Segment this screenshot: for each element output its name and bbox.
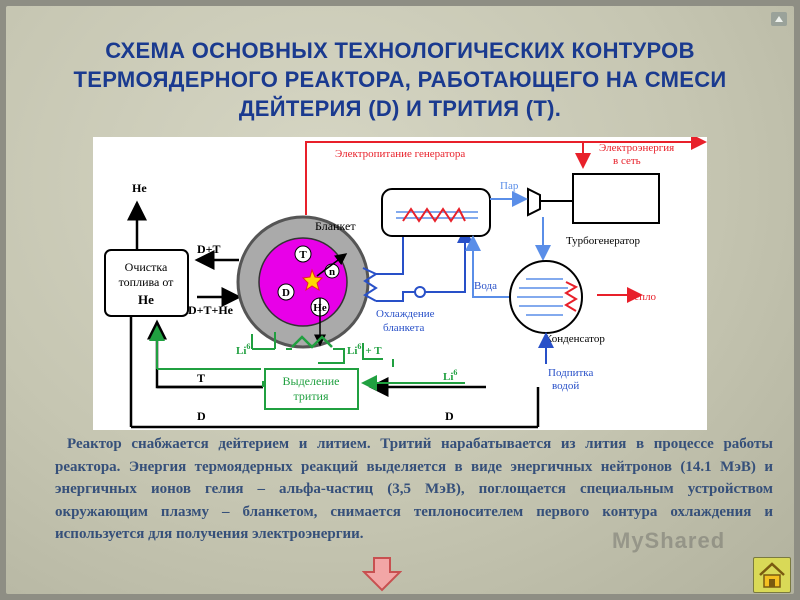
watermark-text: MyShared [612, 528, 726, 553]
description-text: Реактор снабжается дейтерием и литием. Т… [55, 436, 773, 542]
home-icon[interactable] [753, 557, 791, 593]
tritium-extraction-label-1: Выделение [283, 374, 340, 388]
d-right-label: D [445, 409, 454, 423]
fusion-star-icon [301, 268, 324, 292]
down-arrow-icon[interactable] [361, 556, 403, 592]
reactor-diagram: Очистка топлива от He He D+T D+T+He Блан… [93, 137, 707, 430]
svg-text:D: D [282, 287, 290, 299]
slide-title: СХЕМА ОСНОВНЫХ ТЕХНОЛОГИЧЕСКИХ КОНТУРОВ … [73, 38, 727, 121]
tritium-extraction-label-2: трития [294, 389, 329, 403]
li6-out-label: Li [443, 371, 453, 383]
li6-right-label: Li [347, 345, 357, 357]
blanket-label: Бланкет [315, 219, 356, 233]
turbogenerator-label: Турбогенератор [566, 235, 641, 247]
blanket-cooling-label-1: Охлаждение [376, 308, 435, 320]
makeup-water-label-2: водой [552, 380, 579, 392]
generator-power-label: Электропитание генератора [335, 148, 465, 160]
d-t-he-label: D+T+He [188, 303, 234, 317]
d-t-label: D+T [197, 242, 221, 256]
d-left-label: D [197, 409, 206, 423]
fuel-cleaning-label-3: He [138, 292, 154, 307]
makeup-water-label-1: Подпитка [548, 367, 593, 379]
black-flows [127, 200, 540, 429]
turbogenerator-box [572, 173, 660, 224]
steam-label: Пар [500, 180, 519, 192]
he-output-label: He [132, 181, 147, 195]
li6-left-label: Li [236, 345, 246, 357]
svg-text:T: T [299, 249, 307, 261]
grid-power-label-2: в сеть [613, 155, 641, 167]
up-arrow-icon[interactable] [771, 12, 787, 26]
fuel-cleaning-label-1: Очистка [125, 260, 168, 274]
heat-label: Тепло [628, 291, 657, 303]
tritium-extraction-box [264, 368, 359, 410]
turbine [527, 187, 541, 217]
svg-text:n: n [329, 266, 335, 278]
blanket-cooling-label-2: бланкета [383, 322, 424, 334]
t-label: T [197, 371, 205, 385]
svg-text:Li6+ T: Li6+ T [347, 342, 382, 357]
fuel-cleaning-label-2: топлива от [119, 275, 175, 289]
grid-power-label-1: Электроэнергия [599, 142, 674, 154]
condenser-label: Конденсатор [545, 333, 605, 345]
fuel-cleaning-box [104, 249, 189, 317]
water-label: Вода [474, 280, 497, 292]
svg-text:Li6: Li6 [236, 342, 250, 357]
svg-text:Li6: Li6 [443, 368, 457, 383]
t-return-line [147, 319, 263, 389]
